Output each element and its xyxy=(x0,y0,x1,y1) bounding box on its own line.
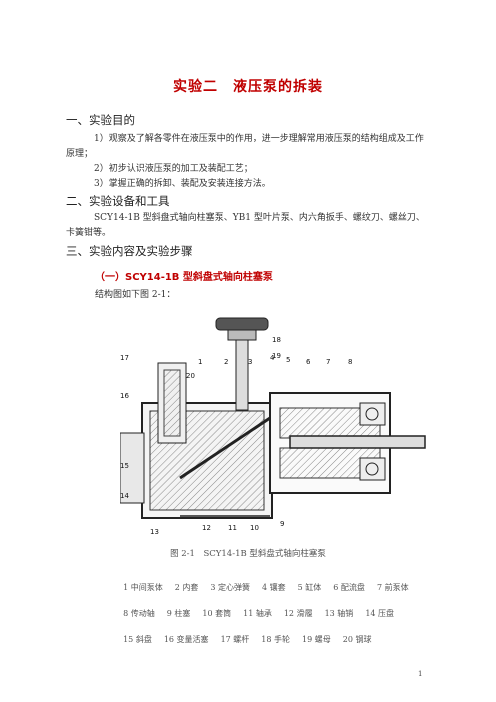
callout-18: 18 xyxy=(272,336,281,344)
section-heading-equipment: 二、实验设备和工具 xyxy=(66,194,170,208)
callout-8: 8 xyxy=(348,358,352,366)
legend-item: 1 中间泵体 xyxy=(123,583,163,592)
legend-item: 8 传动轴 xyxy=(123,609,155,618)
legend-row-3: 15 斜盘 16 变量活塞 17 螺杆 18 手轮 19 螺母 20 钢球 xyxy=(118,625,384,645)
callout-3: 3 xyxy=(248,358,252,366)
callout-4: 4 xyxy=(270,354,275,362)
legend-item: 13 轴销 xyxy=(324,609,354,618)
swash-plate xyxy=(179,416,271,480)
legend-item: 6 配流盘 xyxy=(333,583,365,592)
legend-item: 2 内套 xyxy=(174,583,199,592)
handwheel xyxy=(215,317,269,331)
callout-20: 20 xyxy=(186,372,195,380)
callout-11: 11 xyxy=(228,524,237,532)
purpose-item-3: 3）掌握正确的拆卸、装配及安装连接方法。 xyxy=(94,179,271,189)
callout-13: 13 xyxy=(150,528,159,536)
legend-item: 10 套筒 xyxy=(202,609,232,618)
legend-item: 19 螺母 xyxy=(302,635,331,644)
purpose-item-2: 2）初步认识液压泵的加工及装配工艺； xyxy=(94,164,253,174)
equipment-text: SCY14-1B 型斜盘式轴向柱塞泵、YB1 型叶片泵、内六角扳手、螺纹刀、螺丝… xyxy=(66,213,425,238)
callout-7: 7 xyxy=(326,358,330,366)
callout-17: 17 xyxy=(120,354,129,362)
figure-intro: 结构图如下图 2-1： xyxy=(95,290,176,300)
callout-15: 15 xyxy=(120,462,129,470)
legend-item: 7 前泵体 xyxy=(376,583,409,592)
legend-item: 5 缸体 xyxy=(297,583,322,592)
figure-caption: 图 2-1 SCY14-1B 型斜盘式轴向柱塞泵 xyxy=(170,549,326,559)
legend-row-2: 8 传动轴 9 柱塞 10 套筒 11 轴承 12 滑履 13 轴销 14 压盘 xyxy=(118,599,406,619)
purpose-item-1: 1）观察及了解各零件在液压泵中的作用，进一步理解常用液压泵的结构组成及工作原理； xyxy=(66,134,424,159)
callout-5: 5 xyxy=(286,356,290,364)
section-heading-purpose: 一、实验目的 xyxy=(66,113,135,127)
page-title: 实验二 液压泵的拆装 xyxy=(173,79,323,95)
callout-9: 9 xyxy=(280,520,284,528)
legend-item: 17 螺杆 xyxy=(220,635,250,644)
legend-row-1: 1 中间泵体 2 内套 3 定心弹簧 4 镶套 5 缸体 6 配流盘 7 前泵体 xyxy=(118,573,421,593)
bearing-lower xyxy=(359,457,386,481)
callout-6: 6 xyxy=(306,358,311,366)
legend-item: 3 定心弹簧 xyxy=(210,583,251,592)
adjusting-screw xyxy=(235,339,249,411)
legend-item: 9 柱塞 xyxy=(166,609,191,618)
subsection-title: （一）SCY14-1B 型斜盘式轴向柱塞泵 xyxy=(95,272,273,283)
legend-item: 14 压盘 xyxy=(365,609,395,618)
callout-1: 1 xyxy=(198,358,202,366)
legend-item: 11 轴承 xyxy=(243,609,272,618)
section-heading-steps: 三、实验内容及实验步骤 xyxy=(66,244,193,258)
legend-item: 18 手轮 xyxy=(261,635,291,644)
legend-item: 20 钢球 xyxy=(342,635,372,644)
callout-19: 19 xyxy=(272,352,281,360)
callout-10: 10 xyxy=(250,524,259,532)
legend-item: 15 斜盘 xyxy=(123,635,152,644)
bearing-upper xyxy=(359,402,386,426)
pump-structure-figure: 1 2 3 4 5 6 7 8 9 10 11 12 13 14 15 16 1… xyxy=(120,317,426,536)
legend-item: 16 变量活塞 xyxy=(163,635,209,644)
legend-item: 4 镶套 xyxy=(262,583,286,592)
callout-16: 16 xyxy=(120,392,129,400)
drive-shaft xyxy=(289,435,426,449)
legend-item: 12 滑履 xyxy=(283,609,313,618)
callout-12: 12 xyxy=(202,524,211,532)
callout-14: 14 xyxy=(120,492,129,500)
page-number: 1 xyxy=(418,670,423,678)
callout-2: 2 xyxy=(224,358,228,366)
